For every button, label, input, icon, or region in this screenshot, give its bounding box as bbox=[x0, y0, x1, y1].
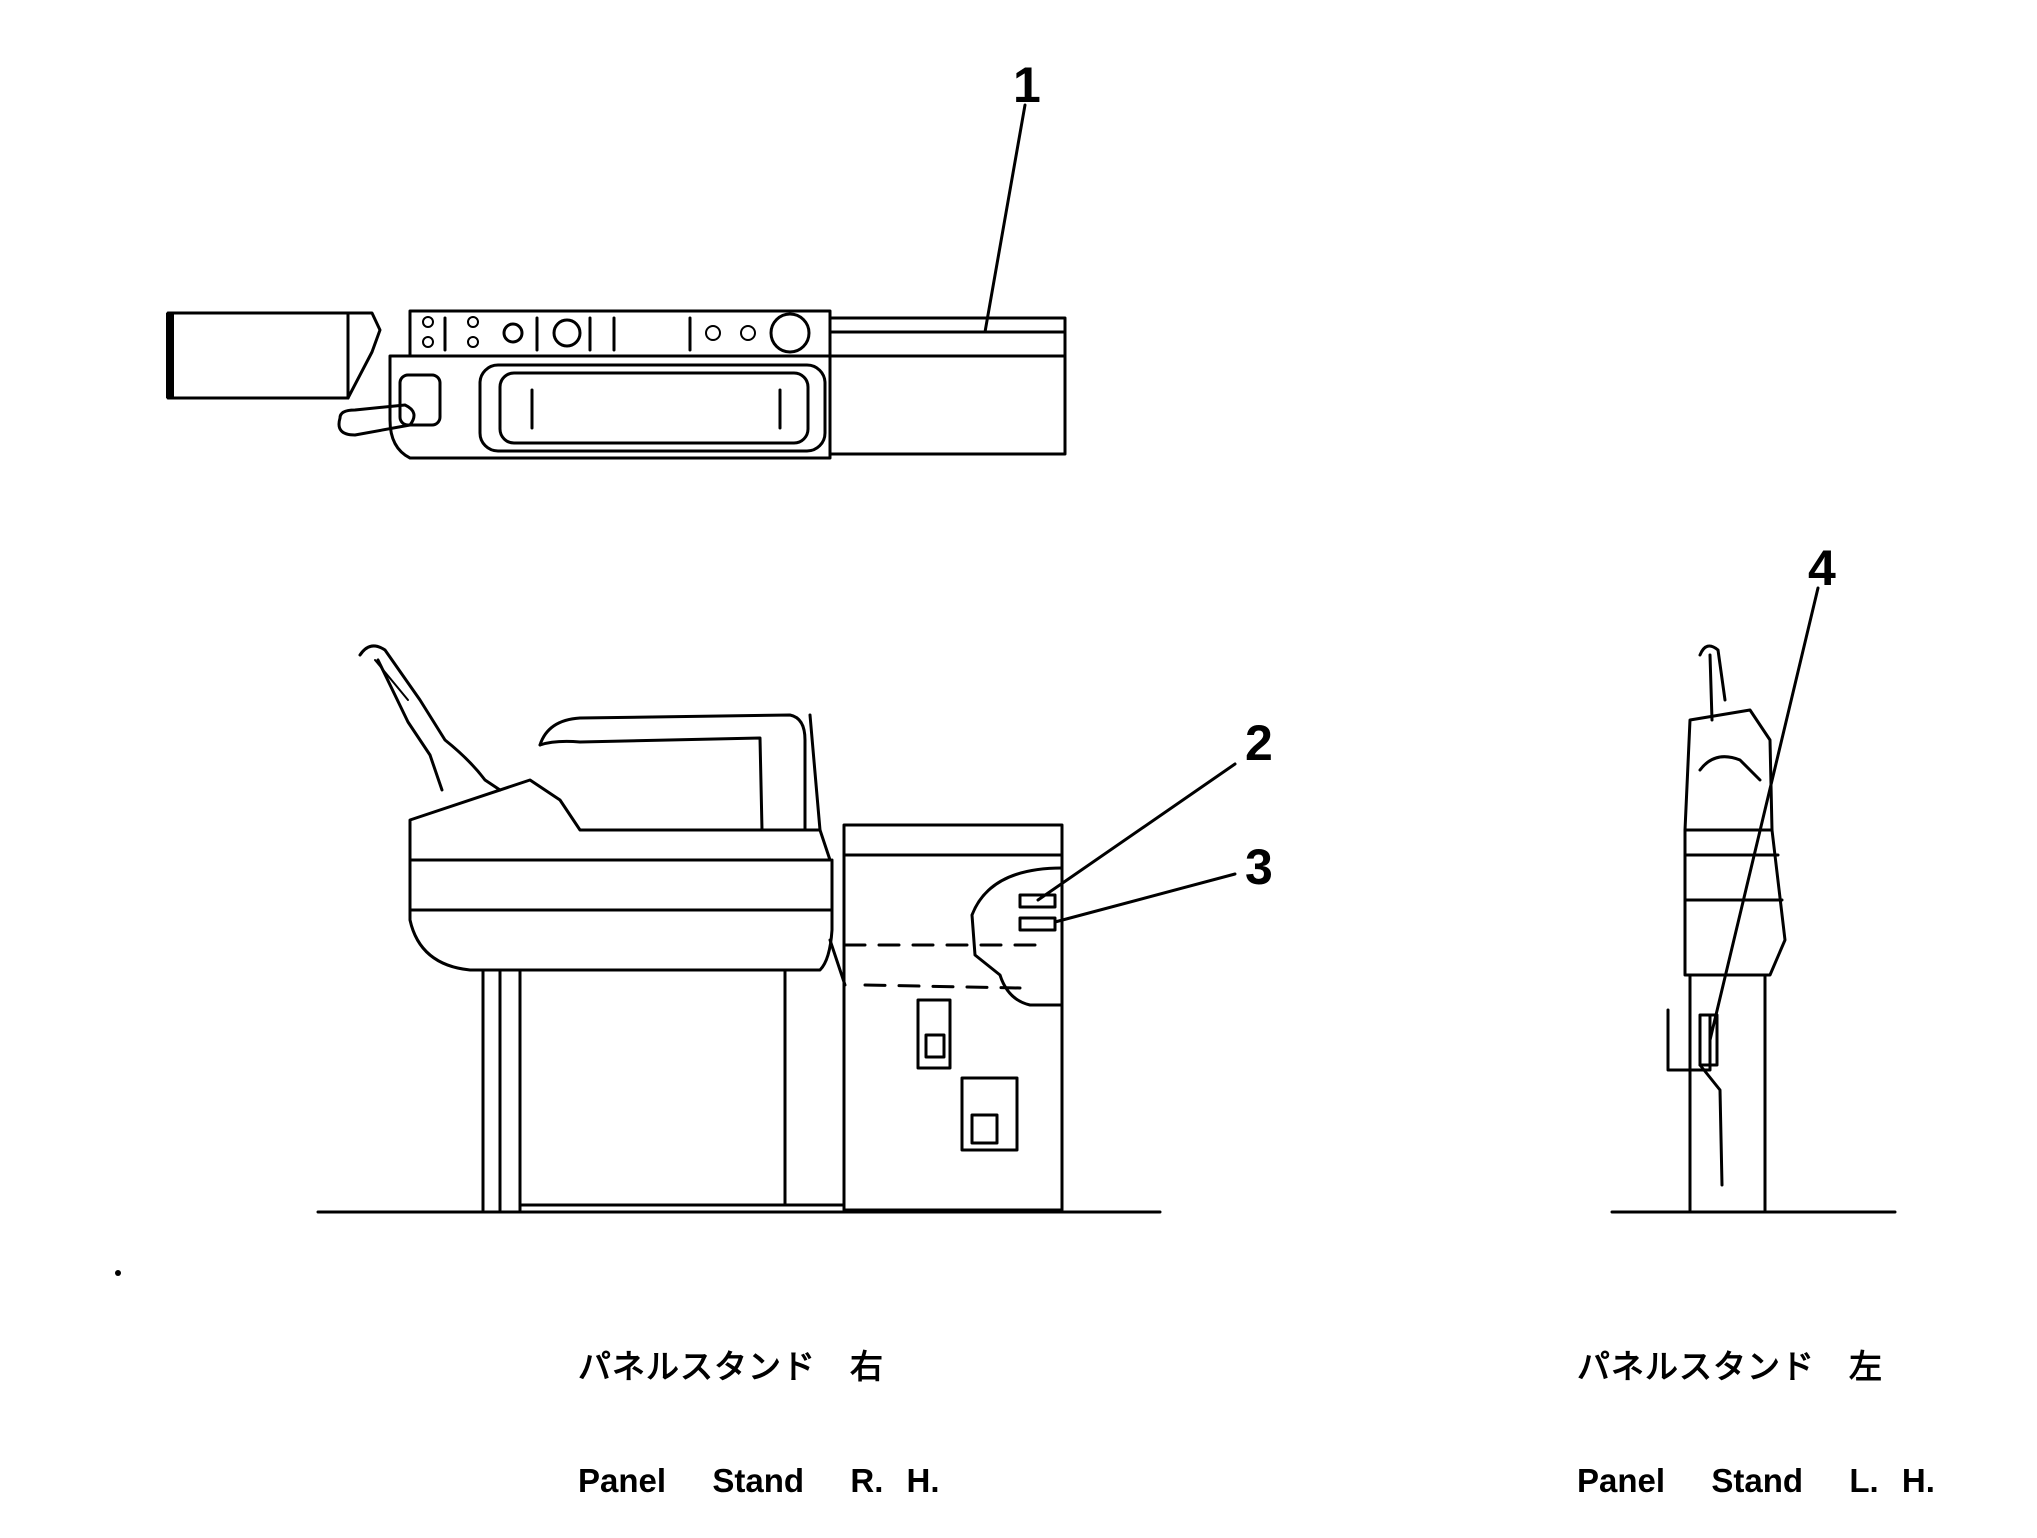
parts-diagram: 1 2 3 4 bbox=[115, 57, 1897, 1276]
callouts: 1 2 3 4 bbox=[983, 57, 1836, 1042]
caption-panel-stand-lh: パネルスタンド 左 Panel Stand L. H. bbox=[1577, 1272, 1935, 1538]
callout-2: 2 bbox=[1245, 715, 1273, 771]
panel-stand-rh-side-view bbox=[316, 644, 1162, 1214]
caption-panel-stand-rh: パネルスタンド 右 Panel Stand R. H. bbox=[578, 1272, 940, 1538]
callout-1: 1 bbox=[1013, 57, 1041, 113]
panel-stand-lh-side-view bbox=[1610, 644, 1897, 1214]
stray-dot bbox=[115, 1270, 121, 1276]
caption-rh-japanese: パネルスタンド 右 bbox=[578, 1348, 884, 1385]
callout-4: 4 bbox=[1808, 540, 1836, 596]
panel-stand-top-view bbox=[166, 309, 1067, 460]
caption-lh-japanese: パネルスタンド 左 bbox=[1577, 1348, 1883, 1385]
caption-lh-english: Panel Stand L. H. bbox=[1577, 1462, 1935, 1499]
callout-3: 3 bbox=[1245, 839, 1273, 895]
caption-rh-english: Panel Stand R. H. bbox=[578, 1462, 940, 1499]
